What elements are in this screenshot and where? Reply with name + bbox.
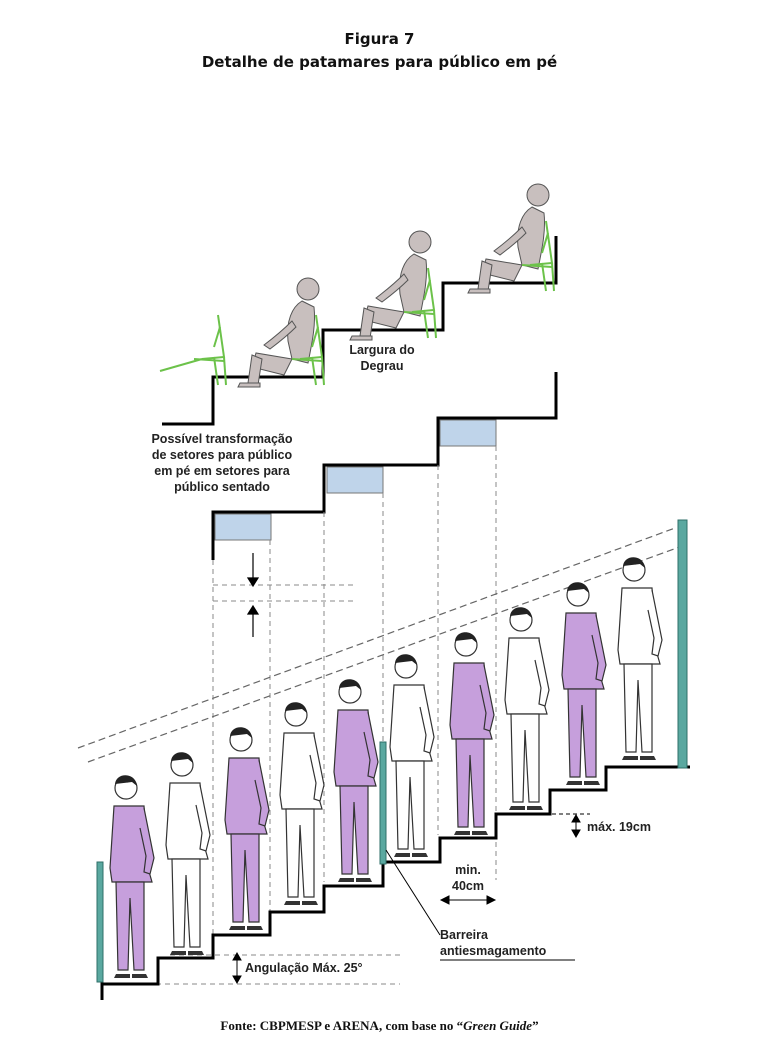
tread-area-3 xyxy=(439,419,497,447)
standing-person-3 xyxy=(224,726,270,931)
seated-steps xyxy=(162,236,558,426)
figure-number: Figura 7 xyxy=(344,30,415,48)
tread-area-2 xyxy=(326,466,384,494)
angle-arrows xyxy=(232,951,242,985)
label-min-tread-1: min. xyxy=(455,863,481,877)
source-suffix: ” xyxy=(532,1018,539,1033)
height-arrows xyxy=(246,553,260,637)
label-largura-2: Degrau xyxy=(360,359,403,373)
source-caption: Fonte: CBPMESP e ARENA, com base no “Gre… xyxy=(0,1018,759,1034)
seated-person-2 xyxy=(349,230,437,341)
label-transform-3: em pé em setores para xyxy=(154,464,291,478)
source-italic: Green Guide xyxy=(463,1018,533,1033)
standing-person-10 xyxy=(617,556,663,761)
seated-person-1 xyxy=(237,277,325,388)
sight-lines xyxy=(77,527,686,763)
converted-steps xyxy=(211,372,558,560)
converted-step-outline xyxy=(211,372,558,560)
figure-title: Detalhe de patamares para público em pé xyxy=(201,53,558,71)
empty-chair xyxy=(159,314,227,386)
label-transform-4: público sentado xyxy=(174,480,270,494)
riser-dimension xyxy=(496,813,590,839)
tread-dimension xyxy=(439,895,497,905)
label-transform-1: Possível transformação xyxy=(151,432,292,446)
label-transform-2: de setores para público xyxy=(152,448,293,462)
label-barrier-2: antiesmagamento xyxy=(440,944,547,958)
crush-barriers xyxy=(96,519,688,983)
figure-header: Figura 7 Detalhe de patamares para públi… xyxy=(0,28,759,74)
standing-person-1 xyxy=(109,774,155,979)
label-angle: Angulação Máx. 25° xyxy=(245,961,363,975)
barrier-right xyxy=(677,519,688,769)
tread-area-1 xyxy=(214,513,272,541)
seated-tribune xyxy=(159,183,558,426)
label-min-tread-2: 40cm xyxy=(452,879,484,893)
standing-person-4 xyxy=(279,701,325,906)
label-max-riser: máx. 19cm xyxy=(587,820,651,834)
standing-person-9 xyxy=(561,581,607,786)
standing-person-5 xyxy=(333,678,379,883)
standing-person-8 xyxy=(504,606,550,811)
seated-person-3 xyxy=(467,183,555,294)
barrier-left xyxy=(96,861,104,983)
projection-guides xyxy=(120,446,497,985)
standing-steps xyxy=(100,765,690,1000)
standing-person-7 xyxy=(449,631,495,836)
label-largura-1: Largura do xyxy=(349,343,415,357)
standing-person-6 xyxy=(389,653,435,858)
barrier-leader xyxy=(385,849,441,936)
standing-person-2 xyxy=(165,751,211,956)
source-prefix: Fonte: CBPMESP e ARENA, com base no “ xyxy=(220,1018,464,1033)
barrier-middle xyxy=(379,741,387,865)
label-barrier-1: Barreira xyxy=(440,928,489,942)
